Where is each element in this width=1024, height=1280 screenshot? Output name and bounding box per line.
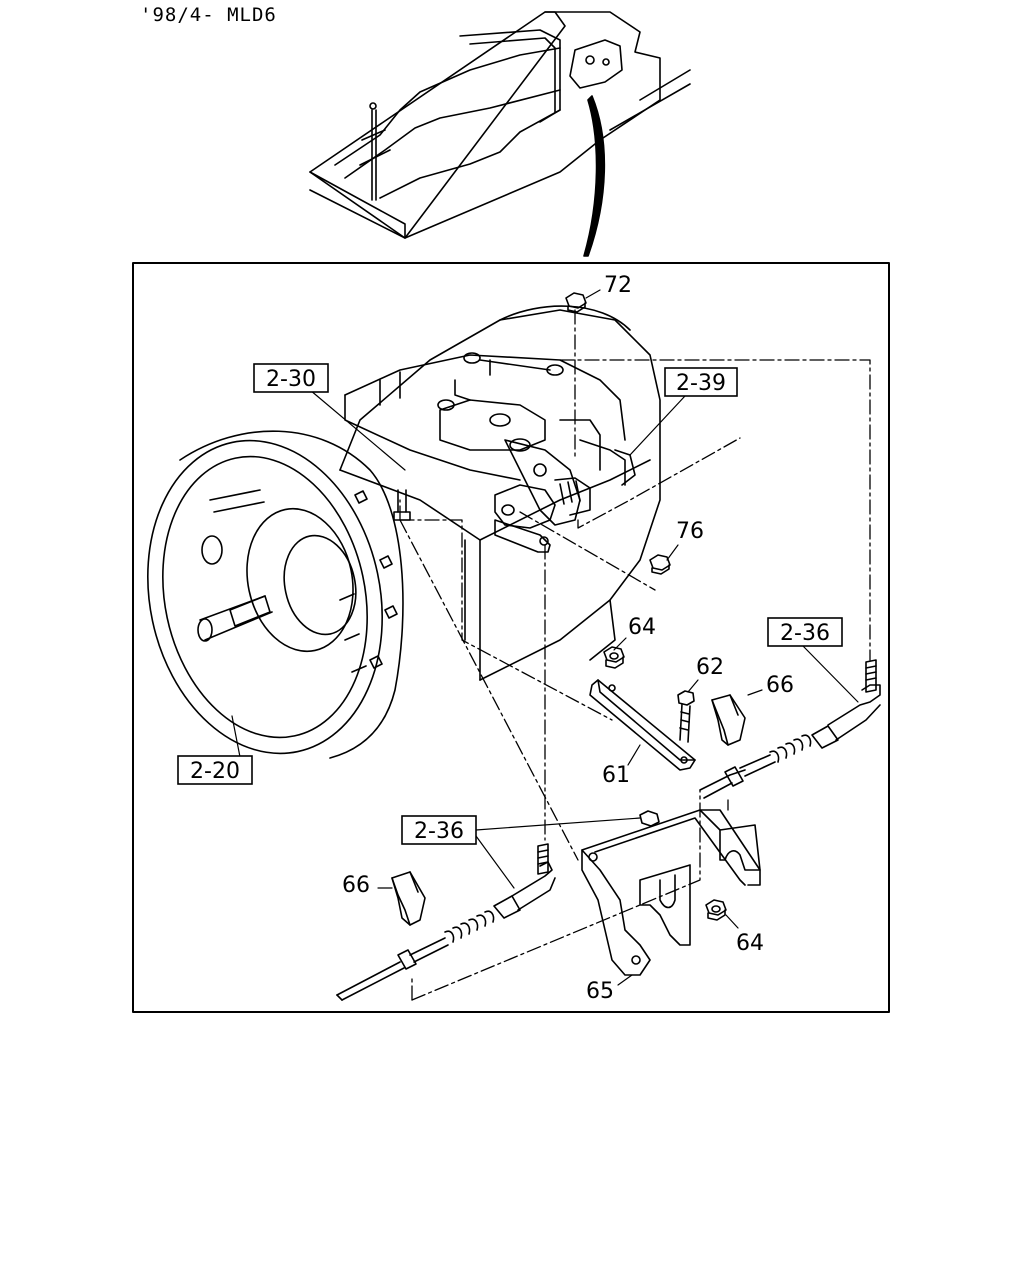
cable-left [336, 843, 556, 1001]
transmission-assembly [147, 305, 661, 759]
clip-66-left [391, 871, 426, 926]
ref-box-2-30: 2-30 [253, 363, 329, 393]
ref-2-36-right-label: 2-36 [780, 621, 830, 646]
ref-box-2-36-right: 2-36 [767, 617, 843, 647]
callout-64-upper: 64 [628, 615, 656, 640]
callout-72: 72 [604, 273, 632, 298]
nut-72 [565, 292, 587, 313]
detail-frame [132, 262, 890, 1013]
leader-lines [399, 309, 871, 1001]
bracket-65 [581, 809, 761, 976]
nut-76 [649, 554, 671, 575]
callout-65: 65 [586, 979, 614, 1004]
callout-62: 62 [696, 655, 724, 680]
nut-64-lower [705, 899, 727, 921]
callout-76: 76 [676, 519, 704, 544]
zoom-pointer [583, 95, 606, 257]
chassis-inset-illustration [309, 11, 691, 239]
ref-box-2-20: 2-20 [177, 755, 253, 785]
diagram-header: '98/4- MLD6 [140, 4, 277, 26]
bracket-61 [589, 679, 696, 771]
bolt-62 [677, 690, 695, 743]
ref-box-2-36-left: 2-36 [401, 815, 477, 845]
ref-2-20-label: 2-20 [190, 759, 240, 784]
callout-leaders [231, 289, 859, 986]
callout-66-left: 66 [342, 873, 370, 898]
ref-2-36-left-label: 2-36 [414, 819, 464, 844]
nut-64-upper [603, 646, 625, 669]
ref-box-2-39: 2-39 [664, 367, 738, 397]
ref-2-30-label: 2-30 [266, 367, 316, 392]
cable-right [699, 659, 881, 799]
ref-2-39-label: 2-39 [676, 371, 726, 396]
callout-61: 61 [602, 763, 630, 788]
callout-66-right: 66 [766, 673, 794, 698]
callout-64-lower: 64 [736, 931, 764, 956]
clip-66-right [711, 694, 746, 746]
